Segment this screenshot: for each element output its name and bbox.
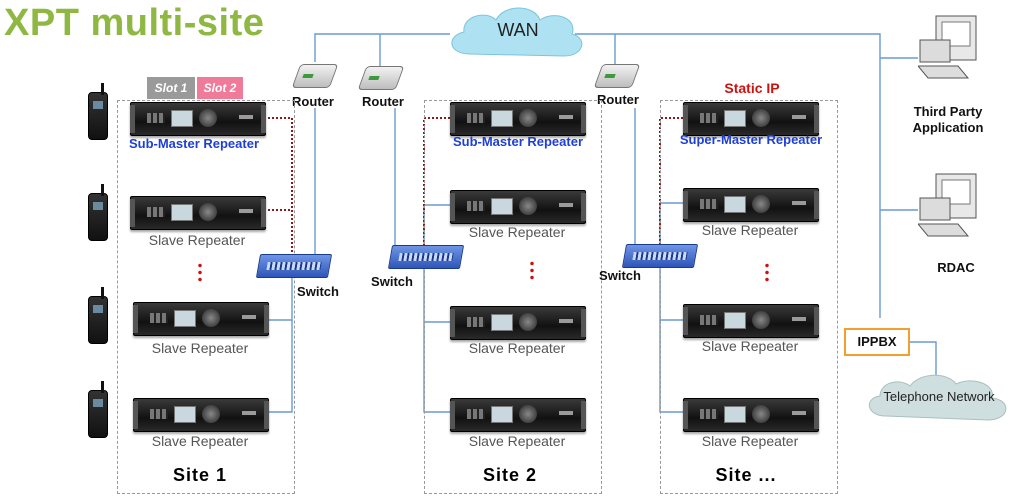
repeater-icon	[450, 190, 586, 224]
router-label-2: Router	[362, 94, 404, 109]
diagram-title: XPT multi-site	[4, 2, 265, 44]
repeater-icon	[133, 302, 269, 336]
site-2-master-label: Sub-Master Repeater	[452, 134, 584, 149]
wan-cloud-icon	[451, 7, 583, 57]
third-party-label-line2: Application	[912, 120, 984, 135]
repeater-icon	[683, 398, 819, 432]
site-3-box	[660, 100, 838, 494]
radio-handset-icon	[88, 381, 108, 438]
switch-icon	[255, 254, 333, 278]
third-party-label: Third Party Application	[900, 104, 996, 136]
more-repeaters-dots	[198, 262, 202, 282]
site-2-name: Site 2	[482, 465, 538, 485]
site-1-slave-label: Slave Repeater	[151, 433, 249, 449]
site-1-slave-label: Slave Repeater	[151, 340, 249, 356]
slot-2-tag: Slot 2	[197, 77, 243, 99]
repeater-icon	[683, 102, 819, 136]
repeater-icon	[683, 188, 819, 222]
site-2-slave-label: Slave Repeater	[468, 340, 566, 356]
telephone-cloud-icon	[869, 374, 1007, 421]
computer-icon	[918, 173, 977, 237]
site-2-box	[424, 100, 602, 494]
computer-icon	[918, 15, 977, 79]
repeater-icon	[683, 304, 819, 338]
site-1-name: Site 1	[172, 465, 228, 485]
slot-1-tag: Slot 1	[147, 77, 195, 99]
router-label-1: Router	[292, 94, 334, 109]
switch-icon	[621, 244, 699, 268]
radio-handset-icon	[88, 83, 108, 140]
static-ip-label: Static IP	[724, 80, 780, 96]
repeater-icon	[130, 196, 266, 230]
site-1-box	[117, 100, 295, 494]
repeater-icon	[130, 102, 266, 136]
site-1-master-label: Sub-Master Repeater	[128, 136, 260, 151]
site-2-slave-label: Slave Repeater	[468, 433, 566, 449]
site-3-slave-label: Slave Repeater	[701, 222, 799, 238]
repeater-icon	[450, 306, 586, 340]
more-repeaters-dots	[530, 260, 534, 280]
repeater-icon	[133, 398, 269, 432]
switch-label-2: Switch	[371, 274, 413, 289]
radio-handset-icon	[88, 287, 108, 344]
switch-label-1: Switch	[297, 284, 339, 299]
third-party-label-line1: Third Party	[913, 104, 983, 119]
radio-handset-icon	[88, 184, 108, 241]
site-2-slave-label: Slave Repeater	[468, 224, 566, 240]
switch-icon	[387, 245, 465, 269]
switch-label-3: Switch	[599, 268, 641, 283]
site-3-name: Site ...	[715, 465, 777, 485]
site-3-master-label: Super-Master Repeater	[679, 132, 823, 147]
repeater-icon	[450, 102, 586, 136]
telephone-network-label: Telephone Network	[883, 389, 995, 404]
site-3-slave-label: Slave Repeater	[701, 338, 799, 354]
ippbx-box: IPPBX	[844, 328, 910, 356]
site-3-slave-label: Slave Repeater	[701, 433, 799, 449]
repeater-icon	[450, 398, 586, 432]
wan-label: WAN	[497, 20, 539, 40]
router-label-3: Router	[597, 92, 639, 107]
rdac-label: RDAC	[937, 260, 975, 275]
more-repeaters-dots	[765, 262, 769, 282]
site-1-slave-label: Slave Repeater	[148, 232, 246, 248]
